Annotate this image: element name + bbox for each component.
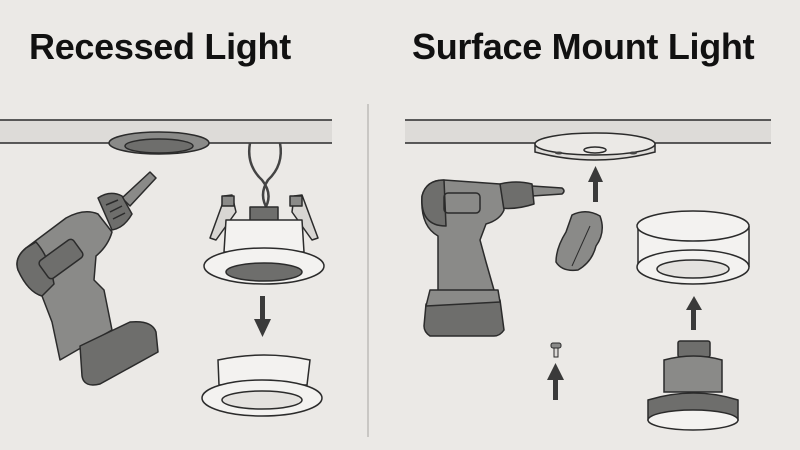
- recessed-light-title: Recessed Light: [29, 26, 291, 67]
- surface-mount-light-title: Surface Mount Light: [412, 26, 755, 67]
- drill-icon: [421, 179, 565, 337]
- surface-fixture-icon: [636, 210, 750, 285]
- right-ceiling: [405, 119, 771, 144]
- drill-icon: [16, 171, 159, 386]
- light-base-icon: [647, 340, 739, 431]
- up-arrow-icon: [686, 296, 702, 330]
- up-arrow-icon: [588, 166, 603, 202]
- wall-anchor-icon: [555, 211, 603, 272]
- down-arrow-icon: [254, 296, 271, 337]
- recessed-housing-icon: [203, 142, 325, 285]
- ceiling-cutout-icon: [108, 131, 210, 155]
- screw-icon: [550, 342, 562, 358]
- mounting-plate-icon: [534, 132, 656, 161]
- recessed-trim-icon: [201, 354, 323, 417]
- up-arrow-icon: [547, 363, 564, 400]
